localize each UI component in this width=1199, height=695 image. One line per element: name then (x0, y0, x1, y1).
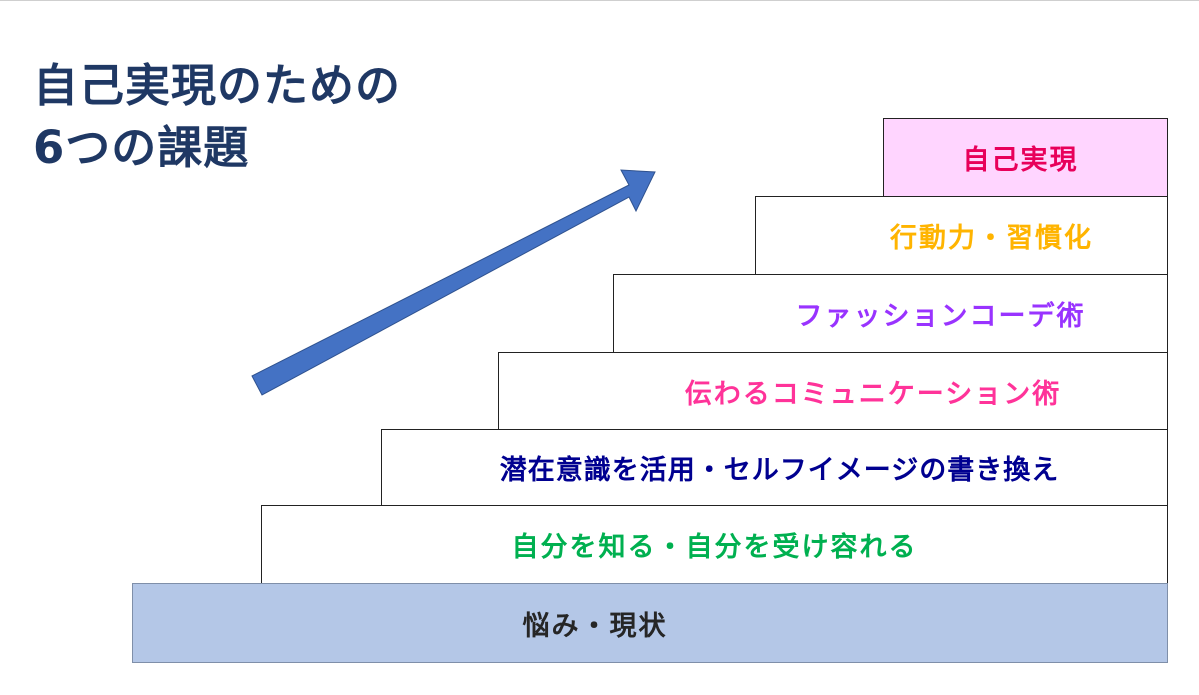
title-line-1: 自己実現のための (33, 59, 402, 112)
top-border (0, 0, 1199, 1)
slide-title: 自己実現のための 6つの課題 (33, 55, 401, 179)
step-label: 自己実現 (962, 145, 1079, 176)
step-label: 潜在意識を活用・セルフイメージの書き換え (499, 455, 1060, 486)
step-label: 悩み・現状 (522, 610, 668, 642)
step-self-actualization: 自己実現 (883, 118, 1168, 197)
title-line-2: 6つの課題 (33, 121, 250, 174)
step-communication: 伝わるコミュニケーション術 (498, 352, 1168, 430)
step-label: 行動力・習慣化 (890, 223, 1093, 254)
step-self-knowledge: 自分を知る・自分を受け容れる (261, 505, 1168, 584)
step-fashion: ファッションコーデ術 (613, 274, 1168, 353)
step-label: ファッションコーデ術 (795, 301, 1086, 332)
step-current-state: 悩み・現状 (132, 583, 1168, 663)
step-label: 自分を知る・自分を受け容れる (511, 532, 918, 563)
step-action-habits: 行動力・習慣化 (755, 196, 1168, 275)
step-subconscious: 潜在意識を活用・セルフイメージの書き換え (381, 429, 1168, 506)
step-label: 伝わるコミュニケーション術 (684, 378, 1062, 410)
